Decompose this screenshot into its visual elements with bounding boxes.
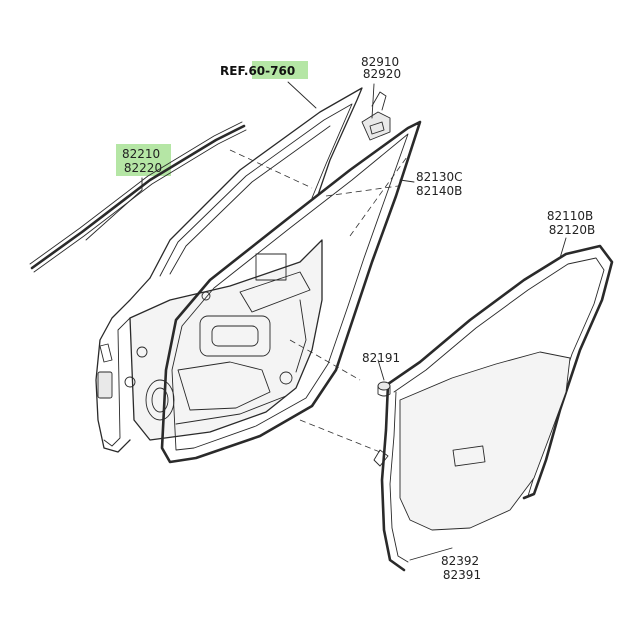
door-shell: [95, 87, 363, 453]
part-number: 82920: [363, 67, 401, 81]
part-number: 82191: [362, 351, 400, 365]
waterproof-sheet: [373, 351, 571, 531]
plug-grommet: [377, 381, 391, 397]
part-number: 82392: [441, 554, 479, 568]
part-label-82210[interactable]: 82210 82220: [122, 147, 164, 175]
leader-lines: [85, 81, 567, 561]
belt-molding: [29, 121, 247, 273]
part-number: 82220: [124, 161, 162, 175]
part-number: 82210: [122, 147, 160, 161]
part-label-82191[interactable]: 82191: [362, 351, 400, 365]
part-number: 82110B: [547, 209, 593, 223]
door-weatherstrip: [160, 120, 422, 464]
part-number: 82140B: [416, 184, 462, 198]
part-label-82910[interactable]: 82910 82920: [361, 55, 403, 81]
delta-cover: [361, 91, 391, 141]
ref-prefix: REF.: [220, 64, 248, 78]
part-number: 82130C: [416, 170, 463, 184]
ref-code: 60-760: [248, 64, 295, 78]
part-label-82110[interactable]: 82110B 82120B: [547, 209, 597, 237]
part-number: 82910: [361, 55, 399, 69]
ref-label-highlight: [252, 61, 308, 79]
p82210-label-highlight: [116, 144, 171, 176]
part-number: 82391: [443, 568, 481, 582]
ref-label[interactable]: REF.60-760: [220, 64, 295, 78]
part-number: 82120B: [549, 223, 595, 237]
part-label-82392[interactable]: 82392 82391: [441, 554, 483, 582]
alignment-lines: [229, 149, 413, 453]
part-label-82130[interactable]: 82130C 82140B: [416, 170, 466, 198]
